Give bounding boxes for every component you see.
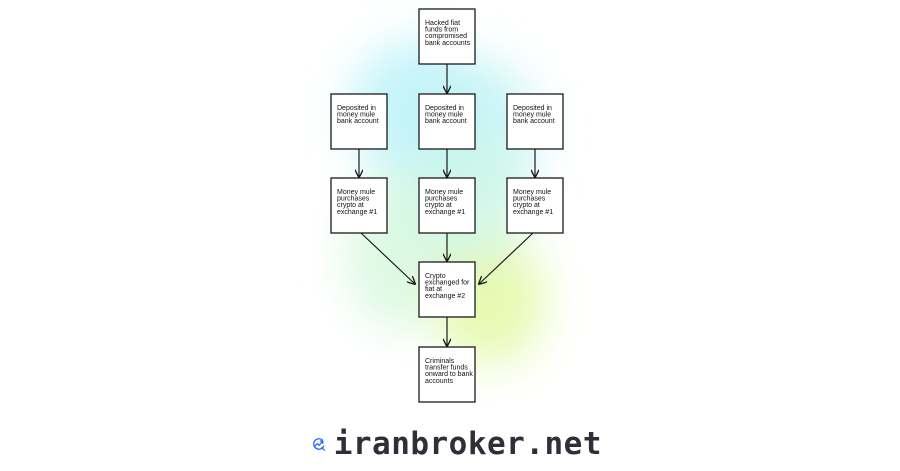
node-box — [506, 93, 564, 150]
node-label-line: Deposited in — [425, 105, 464, 112]
node-box — [506, 177, 564, 234]
node-label-line: Criminals — [425, 358, 455, 365]
node-label-line: bank account — [425, 118, 467, 125]
node-box — [418, 8, 476, 65]
arrow-buy-left-to-exchange2 — [360, 232, 415, 284]
node-label-line: crypto at — [513, 202, 540, 209]
node-box — [418, 346, 476, 403]
watermark-text: iranbroker.net — [333, 426, 602, 462]
node-label-line: exchange #1 — [337, 209, 377, 216]
node-label-line: Hacked fiat — [425, 20, 460, 27]
node-label-line: money mule — [425, 112, 463, 119]
node-label-line: fiat at — [425, 286, 442, 293]
node-box — [418, 93, 476, 150]
node-label-line: onward to bank — [425, 371, 473, 378]
node-box — [418, 261, 476, 318]
node-label-line: funds from — [425, 27, 458, 34]
node-label-line: accounts — [425, 378, 454, 385]
node-label-line: bank account — [513, 118, 555, 125]
node-label-line: bank accounts — [425, 40, 471, 47]
node-label-line: bank account — [337, 118, 379, 125]
node-label-line: Money mule — [425, 189, 463, 196]
node-label-line: Money mule — [513, 189, 551, 196]
node-label-line: exchange #1 — [425, 209, 465, 216]
node-label-line: compromised — [425, 33, 467, 40]
node-box — [418, 177, 476, 234]
node-label-line: exchange #2 — [425, 293, 465, 300]
node-label-line: purchases — [425, 196, 458, 203]
node-label-line: Deposited in — [337, 105, 376, 112]
node-label-line: crypto at — [337, 202, 364, 209]
node-label-line: exchange #1 — [513, 209, 553, 216]
node-label-line: Deposited in — [513, 105, 552, 112]
trend-arrow-logo-icon — [313, 438, 326, 451]
watermark: iranbroker.net — [312, 420, 602, 468]
node-label-line: Money mule — [337, 189, 375, 196]
node-label-line: purchases — [337, 196, 370, 203]
node-label-line: money mule — [337, 112, 375, 119]
node-box — [330, 93, 388, 150]
node-label-line: crypto at — [425, 202, 452, 209]
diagram-edges — [359, 64, 535, 346]
node-box — [330, 177, 388, 234]
node-label-line: money mule — [513, 112, 551, 119]
arrow-buy-right-to-exchange2 — [479, 232, 534, 284]
node-label-line: exchanged for — [425, 280, 470, 287]
node-label-line: purchases — [513, 196, 546, 203]
node-label-line: transfer funds — [425, 365, 468, 372]
node-label-line: Crypto — [425, 273, 446, 280]
